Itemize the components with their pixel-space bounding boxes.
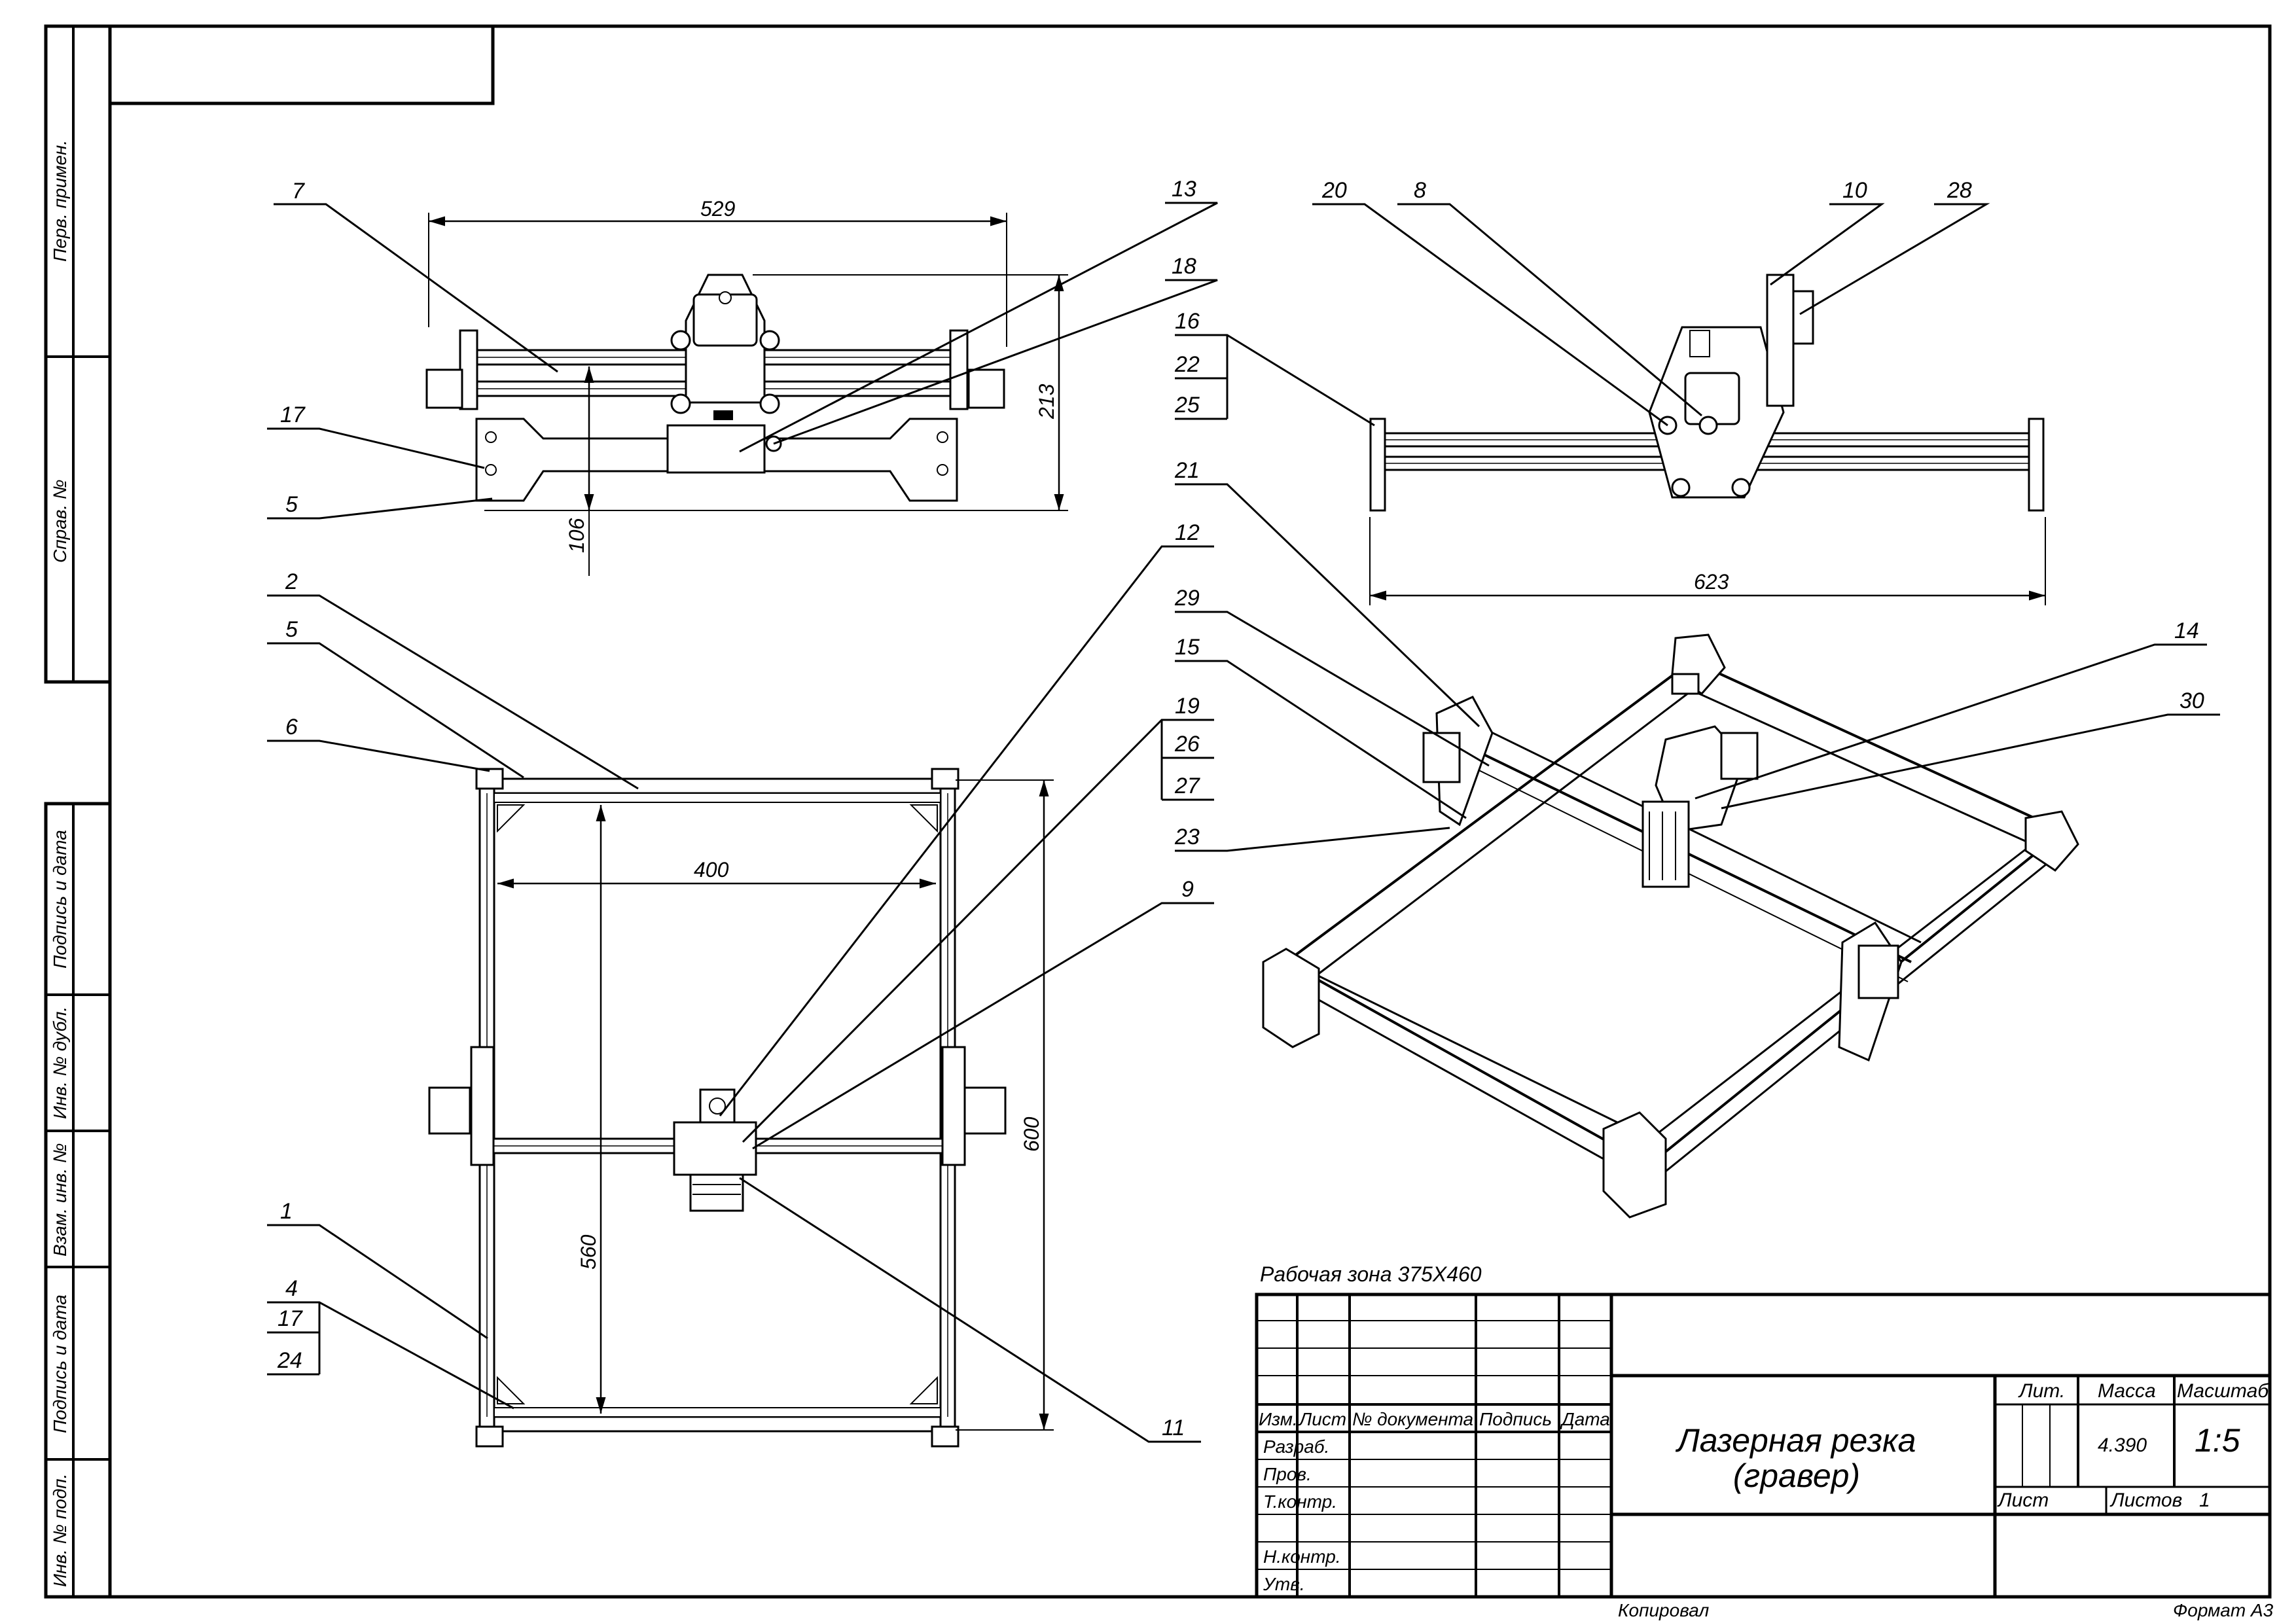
callout-22: 22 [1174,352,1200,377]
callout-21: 21 [1174,458,1200,483]
top-left-stamp-box [108,24,495,105]
callout-9: 9 [1181,877,1194,902]
tb-sheets: Листов [2109,1489,2182,1511]
callout-14: 14 [2174,618,2199,643]
callout-20: 20 [1321,178,1347,203]
callout-17-top: 17 [278,1306,303,1331]
tb-col-date: Дата [1560,1409,1610,1429]
callout-15: 15 [1175,635,1200,660]
dim-top-inner-height: 560 [577,1234,600,1270]
callout-10: 10 [1842,178,1867,203]
callout-23: 23 [1174,825,1200,849]
callout-5-top: 5 [285,617,298,642]
title-block [1255,1293,2272,1599]
right-view [1369,274,2046,605]
dim-front-inner: 106 [565,518,588,553]
dim-front-width: 529 [700,197,736,221]
callout-6: 6 [285,715,298,740]
callout-27: 27 [1174,774,1200,798]
callout-29: 29 [1174,586,1200,611]
stamp-inv-podp: Инв. № подп. [50,1474,70,1587]
front-view [425,213,1068,576]
callout-28: 28 [1946,178,1972,203]
stamp-vzam-inv: Взам. инв. № [50,1143,70,1257]
callout-12: 12 [1175,520,1200,545]
callout-30: 30 [2179,688,2204,713]
isometric-view [1262,633,2079,1219]
callout-13: 13 [1172,177,1196,202]
tb-col-izm: Изм. [1259,1409,1298,1429]
tb-scale-value: 1:5 [2195,1422,2240,1459]
callout-1: 1 [280,1199,293,1224]
callout-8: 8 [1414,178,1426,203]
tb-massa: Масса [2098,1380,2156,1402]
footer-format: Формат A3 [2173,1600,2274,1620]
tb-col-doc: № документа [1352,1409,1473,1429]
tb-lit: Лит. [2018,1380,2065,1402]
callout-2: 2 [285,569,298,594]
callout-5-front: 5 [285,492,298,517]
tb-name-line1: Лазерная резка [1676,1422,1916,1459]
callout-7: 7 [292,179,305,204]
callout-leaders [267,202,2220,1443]
stamp-perv-primen: Перв. примен. [50,140,70,262]
callout-26: 26 [1174,732,1200,757]
tb-mass-value: 4.390 [2098,1435,2147,1456]
work-zone-caption: Рабочая зона 375X460 [1260,1262,1482,1286]
callout-16: 16 [1175,309,1200,334]
callout-17-front: 17 [280,402,306,427]
callout-11: 11 [1162,1416,1185,1440]
tb-masshtab: Масштаб [2177,1380,2269,1402]
tb-col-sign: Подпись [1479,1409,1552,1429]
stamp-sprav: Справ. № [50,480,70,563]
tb-tkontr: Т.контр. [1263,1491,1337,1512]
tb-razrab: Разраб. [1263,1436,1329,1457]
dim-right-width: 623 [1694,570,1729,594]
dim-front-height: 213 [1035,383,1058,419]
callout-25: 25 [1174,393,1200,418]
callout-4: 4 [285,1276,298,1301]
stamp-podpis-2: Подпись и дата [50,1294,70,1433]
tb-sheets-value: 1 [2199,1489,2210,1511]
callout-24: 24 [277,1348,302,1373]
stamp-podpis-1: Подпись и дата [50,830,70,969]
tb-col-list: Лист [1298,1409,1346,1429]
stamp-inv-dubl: Инв. № дубл. [50,1007,70,1119]
tb-prov: Пров. [1263,1464,1312,1484]
callout-19: 19 [1175,694,1200,719]
tb-utv: Утв. [1263,1574,1305,1594]
tb-sheet: Лист [1997,1489,2049,1511]
tb-name-line2: (гравер) [1733,1457,1860,1494]
tb-nkontr: Н.контр. [1263,1546,1341,1567]
top-view [428,768,1054,1448]
left-stamp-columns [44,24,112,1599]
callout-18: 18 [1172,254,1196,279]
dim-top-inner-width: 400 [694,858,729,882]
footer-copied: Копировал [1618,1600,1709,1620]
dim-top-height: 600 [1020,1116,1043,1152]
